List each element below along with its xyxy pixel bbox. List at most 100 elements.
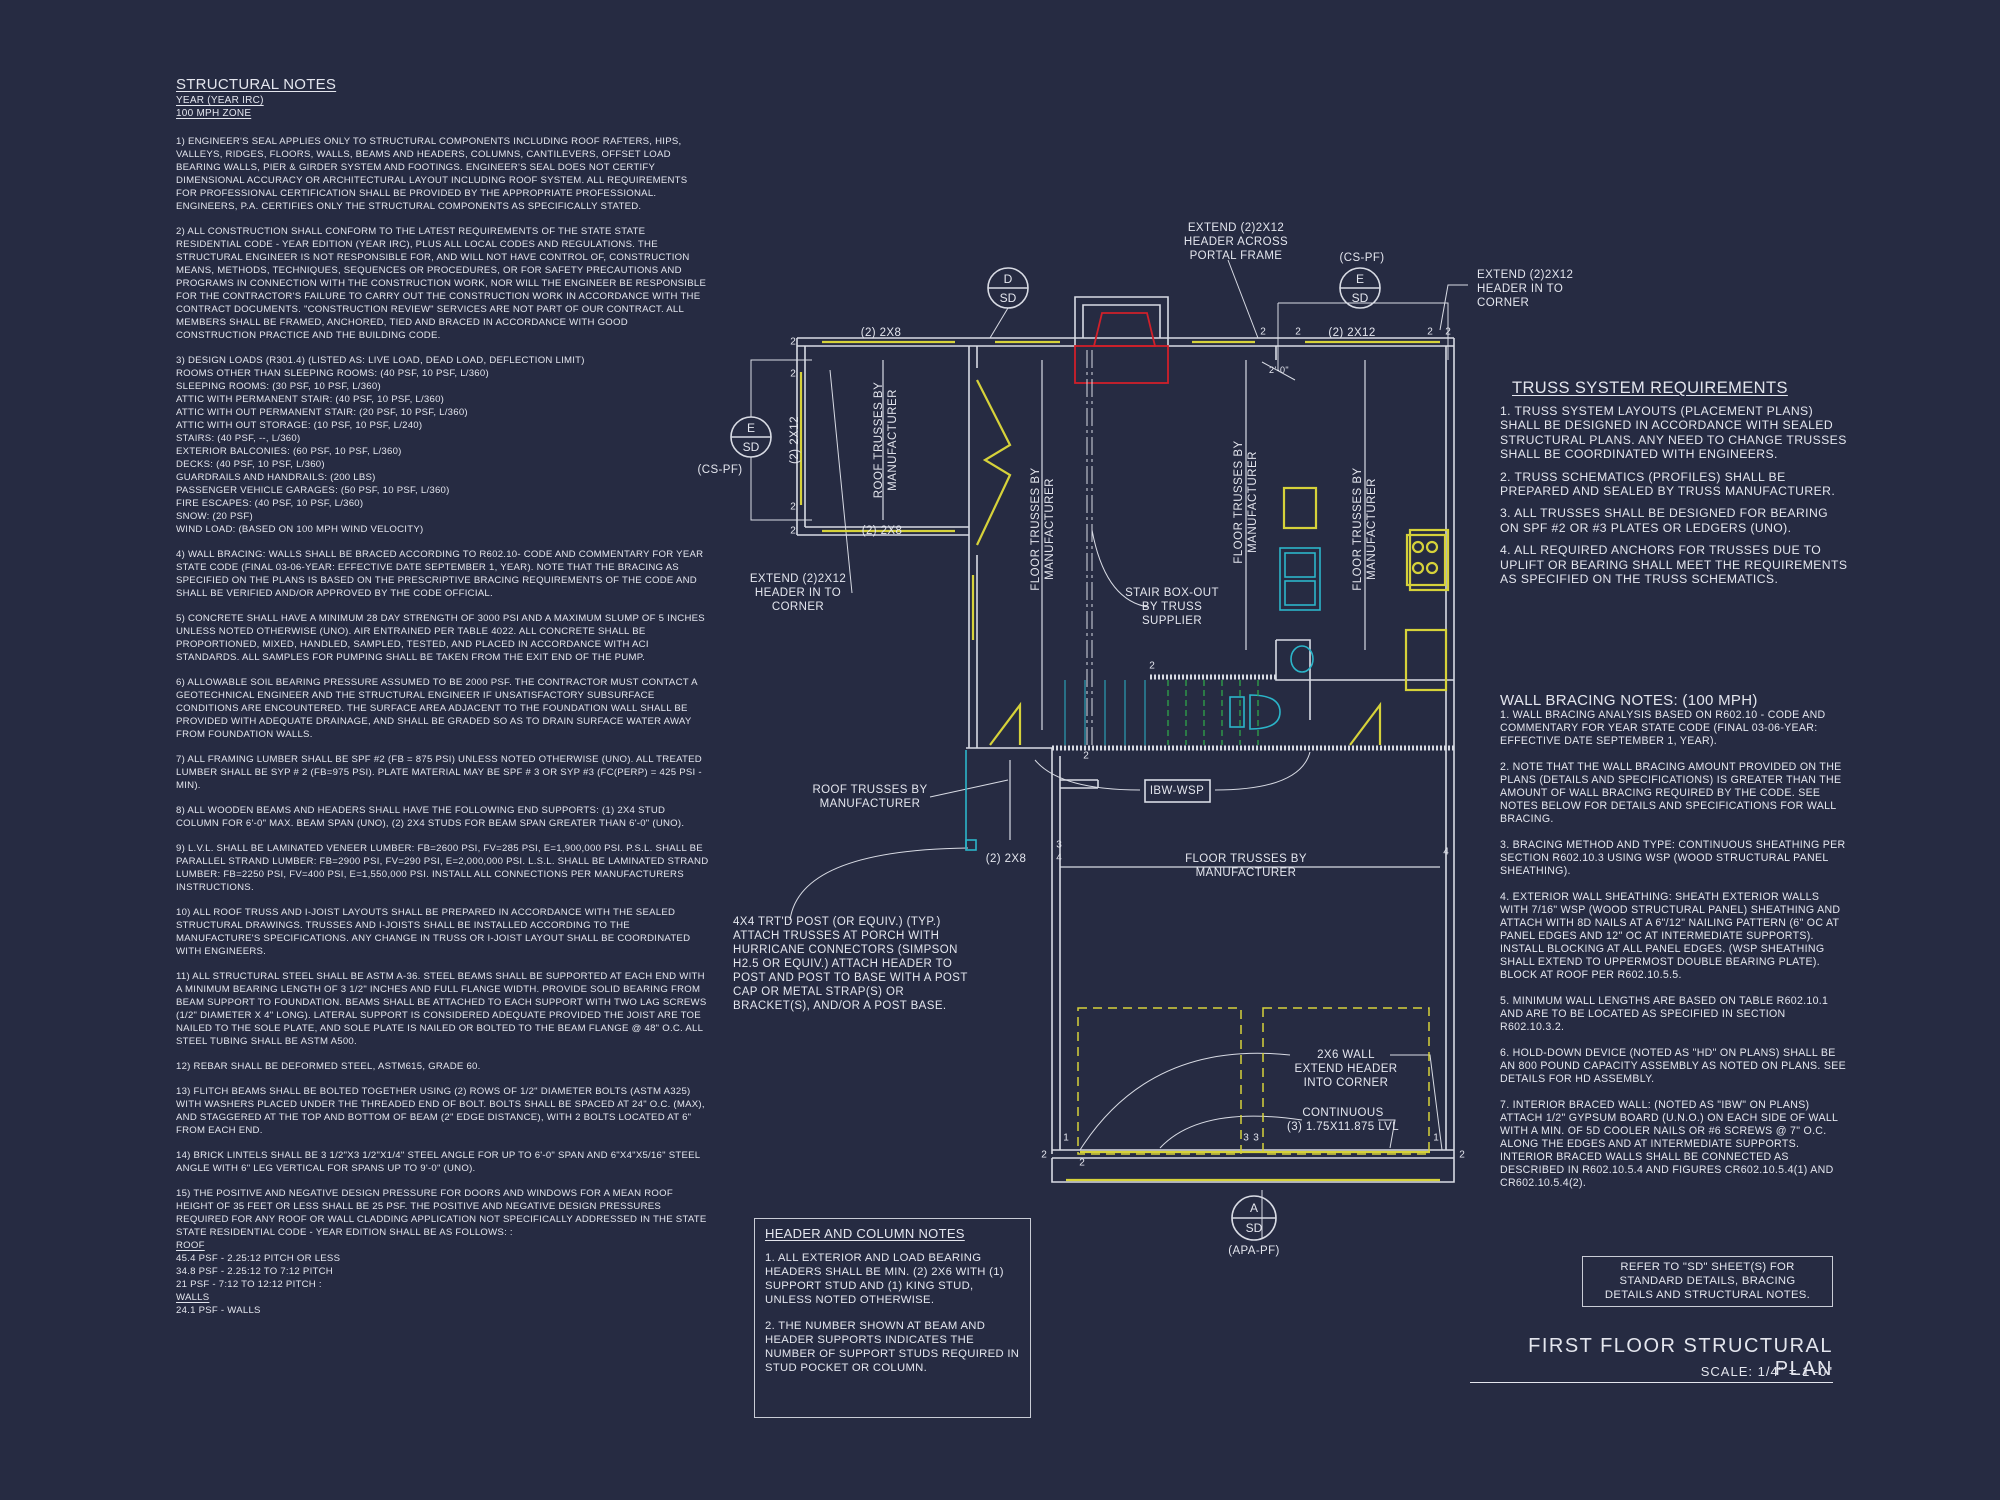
note-item: 1) ENGINEER'S SEAL APPLIES ONLY TO STRUC…: [176, 136, 688, 212]
truss-item: 2. TRUSS SCHEMATICS (PROFILES) SHALL BE …: [1500, 469, 1836, 499]
note-item: 3) DESIGN LOADS (R301.4) (LISTED AS: LIV…: [176, 355, 585, 535]
note-item: 7) ALL FRAMING LUMBER SHALL BE SPF #2 (F…: [176, 754, 702, 791]
sheet-title: FIRST FLOOR STRUCTURAL PLAN: [1470, 1335, 1833, 1383]
note-item: 14) BRICK LINTELS SHALL BE 3 1/2"x3 1/2"…: [176, 1150, 701, 1174]
corner-header-left-label: EXTEND (2)2X12 HEADER IN TO CORNER: [749, 573, 847, 613]
ibw-wsp-label: IBW-WSP: [1149, 785, 1205, 797]
stud-count: 2: [1445, 326, 1451, 338]
sheet-scale: SCALE: 1/4" = 1'-0": [1700, 1364, 1833, 1379]
structural-notes: STRUCTURAL NOTES YEAR (YEAR IRC) 100 mph…: [176, 76, 711, 1317]
header-note-item: 1. ALL EXTERIOR AND LOAD BEARING HEADERS…: [765, 1252, 1004, 1306]
callout-e-left-letter: E: [746, 421, 756, 435]
stud-count: 1: [1063, 1132, 1069, 1144]
callout-e-top-sheet: SD: [1351, 291, 1369, 305]
header-size-label: (2) 2x12: [1328, 327, 1376, 339]
stud-count: 2: [790, 501, 796, 513]
note-item: 6) ALLOWABLE SOIL BEARING PRESSURE ASSUM…: [176, 677, 698, 740]
stud-count: 2: [790, 336, 796, 348]
left-bump-out-walls: [796, 338, 969, 536]
portal-header-label: EXTEND (2)2X12 HEADER ACROSS PORTAL FRAM…: [1183, 222, 1289, 262]
bracing-item: 6. HOLD-DOWN DEVICE (NOTED AS "HD" ON PL…: [1500, 1047, 1846, 1085]
plumbing-fixtures: [965, 547, 1321, 851]
stud-count: 4: [1443, 846, 1449, 858]
garage-door-outlines: [1077, 1007, 1430, 1155]
floor-trusses-label: FLOOR TRUSSES BY MANUFACTURER: [1233, 440, 1259, 564]
stud-count: 2: [790, 368, 796, 380]
stud-count: 2: [1149, 660, 1155, 672]
bracing-item: 5. MINIMUM WALL LENGTHS ARE BASED ON TAB…: [1500, 995, 1829, 1033]
bracing-item: 2. NOTE THAT THE WALL BRACING AMOUNT PRO…: [1500, 761, 1842, 825]
bracing-item: 7. INTERIOR BRACED WALL: (NOTED AS "IBW"…: [1500, 1099, 1838, 1189]
chimney-chase: [1074, 296, 1169, 346]
bracing-item: 4. EXTERIOR WALL SHEATHING: SHEATH EXTER…: [1500, 891, 1841, 981]
roof-pressure: 34.8 PSF - 2.25:12 TO 7:12 PITCH: [176, 1266, 333, 1277]
stud-count: 3: [1056, 839, 1062, 851]
wind-zone: 100 mph ZONE: [176, 108, 252, 119]
ibw-hatched-walls: [1052, 674, 1454, 751]
note-item: 10) ALL ROOF TRUSS AND I-JOIST LAYOUTS S…: [176, 907, 691, 957]
bracing-item: 1. WALL BRACING ANALYSIS BASED ON R602.1…: [1500, 709, 1826, 747]
structural-notes-title: STRUCTURAL NOTES: [176, 76, 337, 93]
note-item: 15) THE POSITIVE AND NEGATIVE DESIGN PRE…: [176, 1188, 707, 1238]
callout-d-sheet: SD: [999, 291, 1017, 305]
roof-label: ROOF: [176, 1240, 205, 1251]
ibw-box: [1144, 779, 1211, 803]
stud-count: 4: [1056, 852, 1062, 864]
floor-trusses-horizontal-label: FLOOR TRUSSES BY MANUFACTURER: [1185, 853, 1307, 879]
note-item: 9) L.V.L. SHALL BE LAMINATED VENEER LUMB…: [176, 843, 709, 893]
headers: [799, 340, 1450, 1182]
floor-trusses-label: FLOOR TRUSSES BY MANUFACTURER: [1030, 467, 1056, 591]
truss-span-arrows: [882, 360, 1440, 868]
header-size-label: (2) 2x8: [861, 525, 903, 537]
header-size-label: (2) 2x12: [789, 415, 801, 465]
callout-d-letter: D: [1003, 272, 1013, 286]
floor-trusses-label: FLOOR TRUSSES BY MANUFACTURER: [1352, 467, 1378, 591]
stair-boxout-label: STAIR BOX-OUT BY TRUSS SUPPLIER: [1125, 587, 1219, 627]
note-item: 12) REBAR SHALL BE DEFORMED STEEL, ASTM6…: [176, 1061, 481, 1072]
dimension-label: 2'-0": [1269, 365, 1289, 375]
stud-count: 2: [1427, 326, 1433, 338]
truss-item: 4. ALL REQUIRED ANCHORS FOR TRUSSES DUE …: [1500, 543, 1848, 587]
note-item: 4) WALL BRACING: WALLS SHALL BE BRACED A…: [176, 549, 704, 599]
header-column-notes: HEADER AND COLUMN NOTES 1. ALL EXTERIOR …: [754, 1218, 1031, 1418]
stud-count: 2: [1459, 1149, 1465, 1161]
truss-title: TRUSS SYSTEM REQUIREMENTS: [1512, 379, 1788, 397]
walls-label: WALLS: [176, 1292, 210, 1303]
header-size-label: (2) 2x8: [985, 853, 1027, 865]
stud-count: 2: [1079, 1157, 1085, 1169]
callout-e-left-type: (CS-PF): [697, 464, 743, 476]
truss-item: 1. TRUSS SYSTEM LAYOUTS (PLACEMENT PLANS…: [1500, 404, 1847, 462]
note-item: 5) CONCRETE SHALL HAVE A MINIMUM 28 DAY …: [176, 613, 705, 663]
note-item: 2) ALL CONSTRUCTION SHALL CONFORM TO THE…: [176, 226, 707, 341]
callout-e-top-letter: E: [1355, 272, 1365, 286]
stud-count: 3: [1253, 1132, 1259, 1144]
bracing-title: WALL BRACING NOTES: (100 MPH): [1500, 692, 1758, 709]
callout-e-left-sheet: SD: [742, 440, 760, 454]
stud-count: 2: [1295, 326, 1301, 338]
stud-count: 2: [1260, 326, 1266, 338]
walls-pressure: 24.1 PSF - WALLS: [176, 1305, 261, 1316]
header-notes-title: HEADER AND COLUMN NOTES: [765, 1226, 965, 1241]
note-item: 8) ALL WOODEN BEAMS AND HEADERS SHALL HA…: [176, 805, 685, 829]
corner-header-right-label: EXTEND (2)2X12 HEADER IN TO CORNER: [1477, 269, 1574, 309]
callout-a-sheet: SD: [1245, 1221, 1263, 1235]
note-item: 13) FLITCH BEAMS SHALL BE BOLTED TOGETHE…: [176, 1086, 705, 1136]
stud-count: 2: [1041, 1149, 1047, 1161]
note-item: 11) ALL STRUCTURAL STEEL SHALL BE ASTM A…: [176, 971, 707, 1047]
lvl-beam-label: CONTINUOUS (3) 1.75x11.875 LVL: [1286, 1107, 1400, 1133]
truss-item: 3. ALL TRUSSES SHALL BE DESIGNED FOR BEA…: [1500, 506, 1829, 535]
truss-requirements: TRUSS SYSTEM REQUIREMENTS 1. TRUSS SYSTE…: [1500, 378, 1850, 594]
stud-count: 2: [790, 525, 796, 537]
porch-roof-trusses-label: ROOF TRUSSES BY MANUFACTURER: [812, 784, 928, 810]
stud-count: 3: [1243, 1132, 1249, 1144]
post-note: 4X4 TRT'D POST (OR EQUIV.) (TYP.) ATTACH…: [733, 916, 968, 1012]
roof-pressure: 21 PSF - 7:12 TO 12:12 PITCH :: [176, 1279, 322, 1290]
header-note-item: 2. THE NUMBER SHOWN AT BEAM AND HEADER S…: [765, 1320, 1020, 1374]
code-year: YEAR (YEAR IRC): [176, 95, 264, 106]
stud-count: 1: [1433, 1132, 1439, 1144]
stair-treads: [1167, 680, 1259, 745]
wall-bracing-notes: WALL BRACING NOTES: (100 MPH) 1. WALL BR…: [1500, 692, 1850, 1203]
bracing-item: 3. BRACING METHOD AND TYPE: CONTINUOUS S…: [1500, 839, 1846, 877]
top-exterior-wall: [797, 337, 1454, 347]
